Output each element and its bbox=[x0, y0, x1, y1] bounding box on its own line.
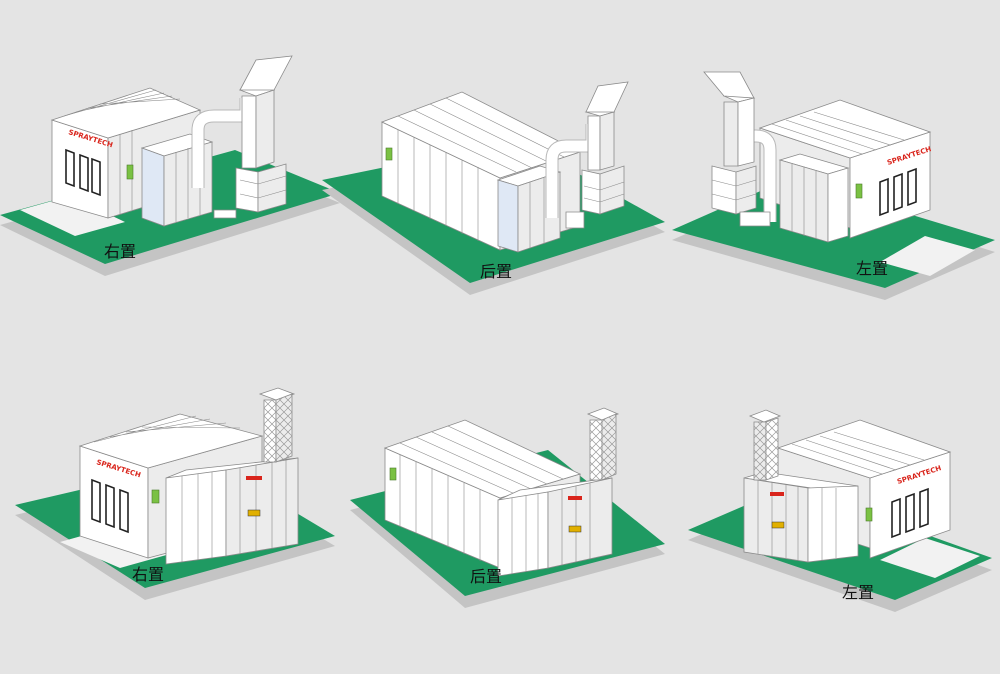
control-panel bbox=[855, 183, 863, 199]
booth-rear-side-duct: 后置 bbox=[322, 81, 665, 295]
placement-caption: 后置 bbox=[470, 567, 502, 586]
booth-rear-cabinet: 后置 bbox=[350, 407, 665, 608]
exhaust-stack bbox=[748, 409, 782, 481]
placement-caption: 左置 bbox=[856, 259, 888, 278]
front-doors bbox=[891, 487, 929, 539]
exhaust-duct bbox=[545, 81, 629, 229]
air-handling-cabinet bbox=[743, 471, 859, 563]
front-doors bbox=[65, 148, 101, 197]
control-panel bbox=[126, 164, 134, 180]
exhaust-duct bbox=[703, 71, 777, 227]
control-panel bbox=[151, 489, 160, 504]
control-panel bbox=[865, 507, 873, 522]
air-handling-cabinet bbox=[497, 477, 613, 577]
booth-left-side-duct: SPRAYTECH bbox=[672, 71, 995, 300]
placement-caption: 左置 bbox=[842, 583, 874, 602]
front-doors bbox=[879, 167, 917, 217]
control-panel bbox=[385, 147, 393, 161]
exhaust-stack bbox=[586, 407, 620, 481]
floor-pad bbox=[880, 236, 975, 276]
floor-pad bbox=[880, 538, 980, 578]
exhaust-duct bbox=[191, 55, 293, 219]
air-supply-unit bbox=[778, 153, 850, 243]
control-panel bbox=[389, 467, 397, 481]
front-doors bbox=[91, 478, 129, 534]
booth-body: SPRAYTECH bbox=[50, 87, 202, 219]
placement-caption: 后置 bbox=[480, 262, 512, 281]
floor-pad bbox=[20, 196, 125, 236]
booth-left-cabinet: SPRAYTECH 左置 bbox=[688, 409, 992, 612]
booth-right-cabinet: SPRAYTECH 右置 bbox=[15, 387, 335, 600]
air-handling-cabinet bbox=[165, 457, 299, 565]
exhaust-stack bbox=[258, 387, 296, 463]
placement-caption: 右置 bbox=[104, 242, 136, 261]
placement-caption: 右置 bbox=[132, 565, 164, 584]
booth-right-side-duct: SPRAYTECH bbox=[0, 55, 340, 276]
